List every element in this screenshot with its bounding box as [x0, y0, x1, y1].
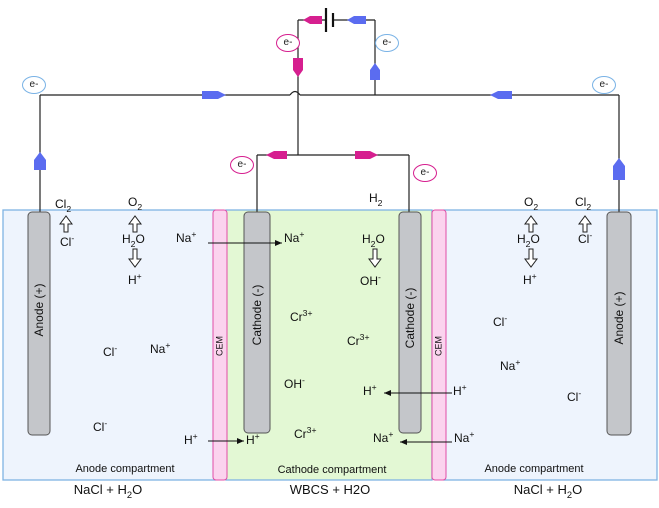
- species-h2o: H2O: [122, 232, 145, 249]
- electron-marker: e-: [413, 164, 437, 182]
- species-o2: O2: [524, 195, 539, 212]
- species-cl2: Cl2: [575, 195, 592, 212]
- species-oh-minus: OH-: [284, 375, 305, 391]
- cathode-label-left: Cathode (-): [250, 284, 264, 346]
- species-na-plus: Na+: [150, 340, 171, 356]
- electron-marker: e-: [276, 34, 300, 52]
- cem-label-left: CEM: [214, 336, 225, 356]
- species-h-plus: H+: [128, 271, 142, 287]
- species-cr3-plus: Cr3+: [347, 332, 370, 348]
- species-na-plus: Na+: [500, 357, 521, 373]
- electron-flow-arrows-blue: [34, 16, 625, 180]
- cem-label-right: CEM: [433, 336, 444, 356]
- electron-marker: e-: [230, 156, 254, 174]
- electron-marker: e-: [22, 76, 46, 94]
- species-h2: H2: [369, 191, 383, 208]
- anode-electrode-right: [606, 211, 632, 436]
- anode-label-right: Anode (+): [612, 291, 626, 345]
- anode-compartment-label-right: Anode compartment: [484, 463, 584, 475]
- species-na-plus: Na+: [454, 429, 475, 445]
- cem-membrane-right: [431, 209, 447, 481]
- cathode-electrode-left: [243, 211, 271, 434]
- ion-migration-arrows: [208, 240, 452, 445]
- feed-label-middle: WBCS + H2O: [289, 482, 371, 497]
- species-h2o: H2O: [362, 232, 385, 249]
- species-cl2: Cl2: [55, 197, 72, 214]
- species-h-plus: H+: [453, 382, 467, 398]
- anode-label-left: Anode (+): [32, 283, 46, 337]
- species-na-plus: Na+: [176, 229, 197, 245]
- species-o2: O2: [128, 195, 143, 212]
- anode-compartment-label-left: Anode compartment: [75, 463, 175, 475]
- electron-marker: e-: [375, 34, 399, 52]
- electron-flow-arrows-pink: [266, 16, 378, 159]
- species-cl-minus: Cl-: [60, 233, 75, 249]
- feed-label-right: NaCl + H2O: [513, 482, 583, 500]
- species-h2o: H2O: [517, 232, 540, 249]
- species-na-plus: Na+: [284, 229, 305, 245]
- external-circuit: [39, 19, 620, 212]
- species-h-plus: H+: [184, 431, 198, 447]
- species-h-plus: H+: [363, 382, 377, 398]
- cathode-compartment-label: Cathode compartment: [277, 464, 387, 476]
- species-cl-minus: Cl-: [493, 313, 508, 329]
- species-cr3-plus: Cr3+: [294, 425, 317, 441]
- species-oh-minus: OH-: [360, 272, 381, 288]
- reaction-arrows: [59, 215, 592, 268]
- cem-membrane-left: [212, 209, 228, 481]
- feed-label-left: NaCl + H2O: [73, 482, 143, 500]
- species-cl-minus: Cl-: [93, 418, 108, 434]
- electron-marker: e-: [592, 76, 616, 94]
- battery-icon: [324, 8, 335, 32]
- species-h-plus: H+: [523, 271, 537, 287]
- species-h-plus: H+: [246, 431, 260, 447]
- anode-electrode-left: [27, 211, 51, 436]
- species-cl-minus: Cl-: [578, 230, 593, 246]
- cathode-label-right: Cathode (-): [403, 287, 417, 349]
- species-na-plus: Na+: [373, 429, 394, 445]
- cathode-electrode-right: [398, 211, 422, 434]
- species-cl-minus: Cl-: [103, 343, 118, 359]
- species-cr3-plus: Cr3+: [290, 308, 313, 324]
- species-cl-minus: Cl-: [567, 388, 582, 404]
